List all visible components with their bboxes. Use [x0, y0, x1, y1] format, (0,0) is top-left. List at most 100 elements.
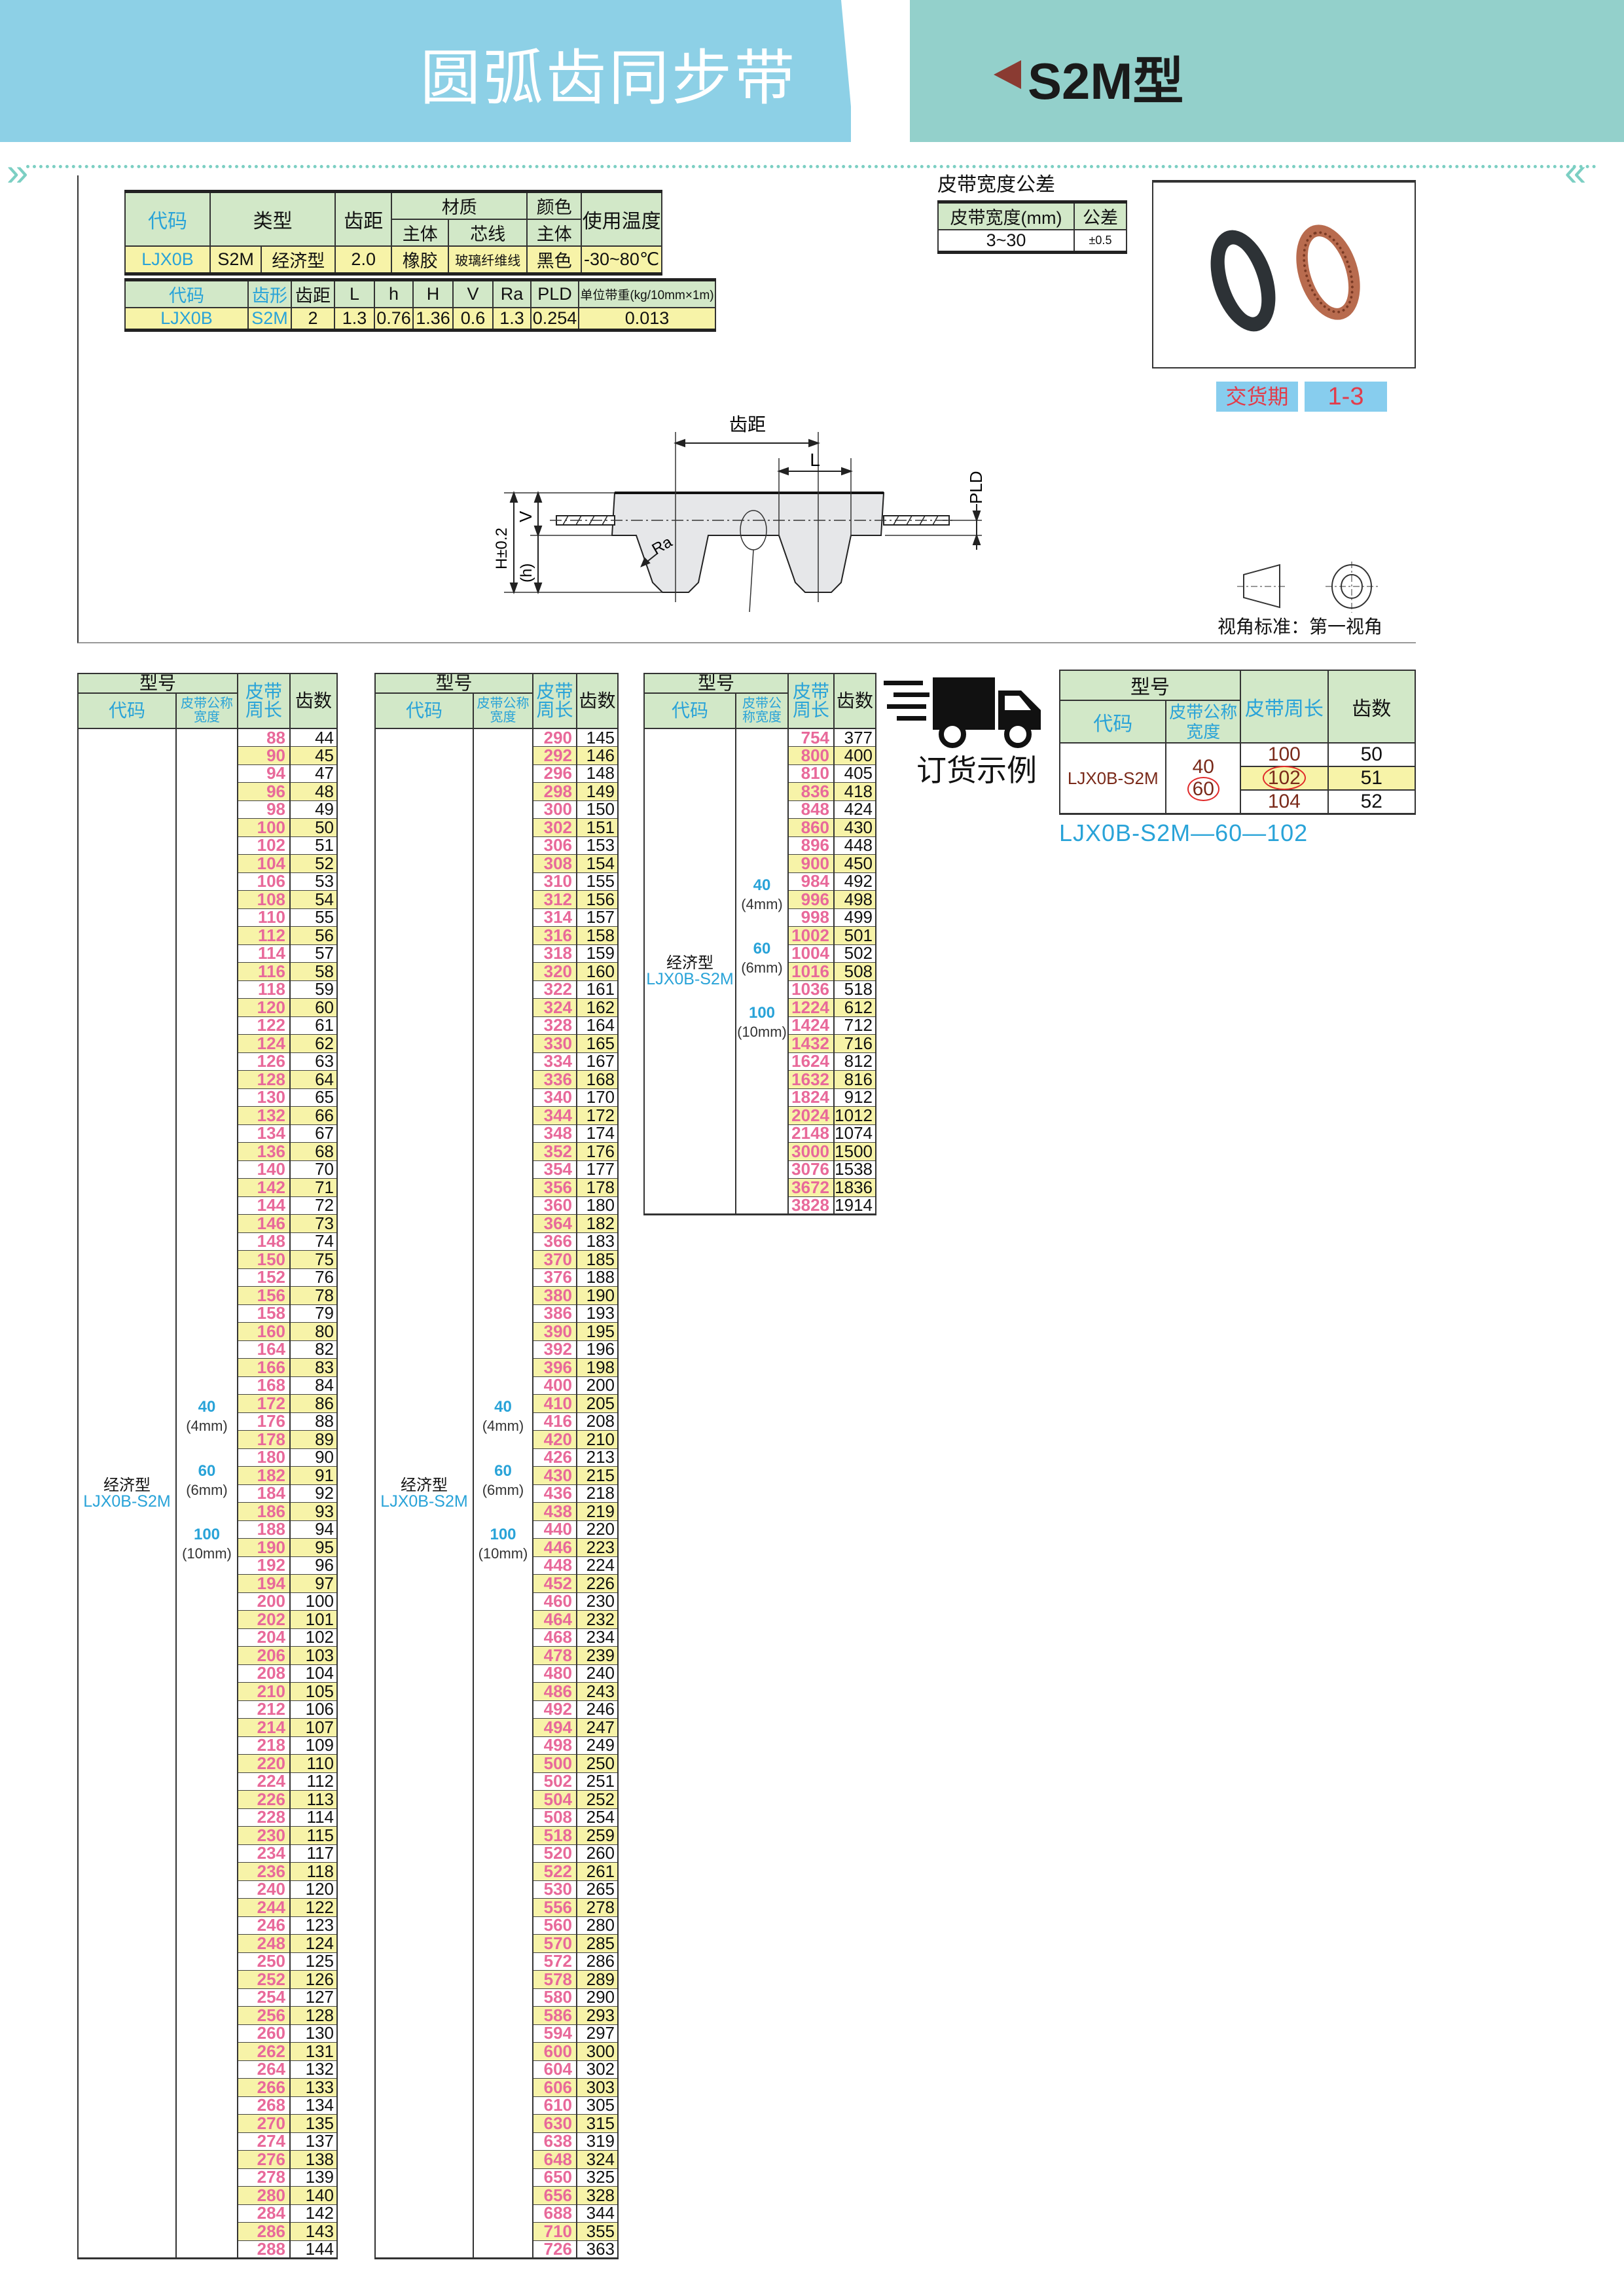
belt-length: 256	[237, 2006, 291, 2025]
teeth-count: 61	[289, 1016, 338, 1035]
belt-length: 264	[237, 2060, 291, 2079]
width-mm: (10mm)	[737, 1023, 787, 1040]
teeth-count: 234	[576, 1628, 619, 1647]
belt-length: 648	[532, 2150, 577, 2169]
teeth-count: 90	[289, 1448, 338, 1467]
teeth-count: 1538	[833, 1160, 876, 1179]
belt-length: 600	[532, 2042, 577, 2061]
belt-length: 144	[237, 1196, 291, 1215]
belt-length: 166	[237, 1358, 291, 1377]
belt-length: 206	[237, 1646, 291, 1665]
cell-PLD: 0.254	[530, 307, 579, 331]
belt-length: 298	[532, 782, 577, 801]
example-code: LJX0B-S2M	[1058, 742, 1167, 815]
cell-code: LJX0B	[124, 307, 249, 331]
teeth-count: 498	[833, 890, 876, 909]
teeth-count: 45	[289, 746, 338, 765]
spec-table-material: 代码 类型 齿距 材质 颜色 使用温度 主体 芯线 主体 LJX0B S2M 经…	[124, 190, 662, 276]
belt-length: 310	[532, 872, 577, 891]
teeth-count: 174	[576, 1124, 619, 1143]
teeth-count: 252	[576, 1790, 619, 1809]
V-label: V	[516, 511, 535, 522]
belt-length: 176	[237, 1412, 291, 1431]
teeth-count: 71	[289, 1178, 338, 1197]
belt-length: 202	[237, 1610, 291, 1629]
belt-length: 292	[532, 746, 577, 765]
belt-length: 1004	[787, 944, 835, 963]
width-mm: (4mm)	[482, 1418, 524, 1435]
teeth-count: 63	[289, 1052, 338, 1071]
belt-length: 998	[787, 908, 835, 927]
col-width: 皮带公称宽度	[473, 692, 533, 729]
width-mm: (10mm)	[182, 1545, 232, 1562]
belt-length: 118	[237, 980, 291, 999]
belt-length: 1036	[787, 980, 835, 999]
teeth-count: 285	[576, 1934, 619, 1953]
belt-length: 330	[532, 1034, 577, 1053]
belt-length: 122	[237, 1016, 291, 1035]
belt-length: 452	[532, 1574, 577, 1593]
teeth-count: 146	[576, 746, 619, 765]
belt-length: 130	[237, 1088, 291, 1107]
teeth-count: 148	[576, 764, 619, 783]
teeth-count: 74	[289, 1232, 338, 1251]
width-cell: 40(4mm)60(6mm)100(10mm)	[473, 728, 533, 2259]
teeth-count: 377	[833, 728, 876, 747]
belt-length: 3828	[787, 1196, 835, 1215]
example-length: 100	[1240, 742, 1329, 767]
belt-length: 2148	[787, 1124, 835, 1143]
teeth-count: 448	[833, 836, 876, 855]
belt-length: 94	[237, 764, 291, 783]
teeth-count: 492	[833, 872, 876, 891]
belt-length: 236	[237, 1862, 291, 1881]
header-comb-divider	[841, 0, 893, 142]
belt-length: 688	[532, 2204, 577, 2223]
teeth-count: 86	[289, 1394, 338, 1413]
divider	[26, 165, 1597, 168]
teeth-count: 190	[576, 1286, 619, 1305]
belt-length: 140	[237, 1160, 291, 1179]
cell-body: 橡胶	[391, 245, 450, 275]
col-teeth: 齿数	[576, 673, 619, 729]
cell-L: 1.3	[334, 307, 375, 331]
belt-length: 468	[532, 1628, 577, 1647]
belt-length: 800	[787, 746, 835, 765]
teeth-count: 249	[576, 1736, 619, 1755]
teeth-count: 58	[289, 962, 338, 981]
teeth-count: 91	[289, 1466, 338, 1485]
belt-length: 146	[237, 1214, 291, 1233]
belt-length: 244	[237, 1898, 291, 1917]
belt-length: 218	[237, 1736, 291, 1755]
col-PLD: PLD	[530, 279, 579, 308]
col-color: 颜色	[526, 190, 583, 220]
belt-length: 650	[532, 2168, 577, 2187]
